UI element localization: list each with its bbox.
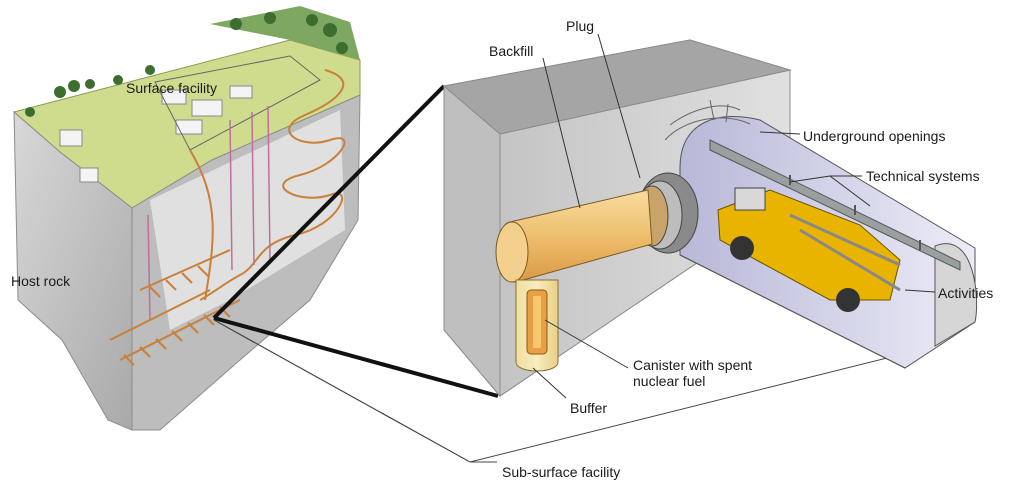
building — [191, 99, 223, 117]
rock-block — [12, 6, 361, 431]
box-left-face — [443, 84, 501, 398]
building — [175, 119, 203, 135]
deposition-box — [442, 39, 978, 398]
access-ramp — [189, 69, 346, 301]
label-activities: Activities — [938, 285, 994, 301]
label-canister: Canister with spent nuclear fuel — [633, 357, 773, 389]
label-plug: Plug — [566, 18, 595, 34]
leader-buffer — [532, 367, 567, 399]
label-canister-line2: nuclear fuel — [633, 373, 706, 389]
opening-cracks — [664, 99, 751, 141]
shafts — [147, 105, 271, 321]
label-host-rock: Host rock — [11, 273, 71, 289]
connector-bottom — [213, 316, 499, 398]
label-buffer: Buffer — [570, 400, 608, 416]
connector-top — [212, 84, 446, 320]
deposition-tunnels — [109, 249, 241, 366]
leader-lines — [532, 33, 936, 399]
label-backfill: Backfill — [489, 43, 534, 59]
drilling-vehicle — [717, 187, 901, 312]
label-surface-facility: Surface facility — [126, 80, 218, 96]
building — [59, 129, 83, 147]
leader-plug — [597, 33, 641, 179]
leader-underground-openings — [759, 131, 801, 135]
leader-canister — [544, 319, 629, 369]
forest-area — [210, 6, 360, 60]
trees — [25, 12, 348, 117]
cable-tray — [709, 139, 961, 271]
rock-cutaway — [150, 110, 345, 330]
building — [229, 85, 253, 99]
facility-fence — [154, 55, 321, 151]
building — [161, 89, 187, 105]
connector-lines — [212, 84, 936, 463]
building — [79, 167, 99, 183]
label-canister-line1: Canister with spent — [633, 357, 753, 373]
label-technical-systems: Technical systems — [866, 168, 980, 184]
label-underground-openings: Underground openings — [803, 128, 946, 144]
label-subsurface-facility: Sub-surface facility — [502, 464, 621, 480]
leader-activities — [904, 289, 936, 293]
box-top-face — [442, 39, 792, 135]
leader-backfill — [542, 57, 581, 209]
rock-front-face — [13, 110, 133, 431]
tunnel-end — [934, 243, 978, 347]
